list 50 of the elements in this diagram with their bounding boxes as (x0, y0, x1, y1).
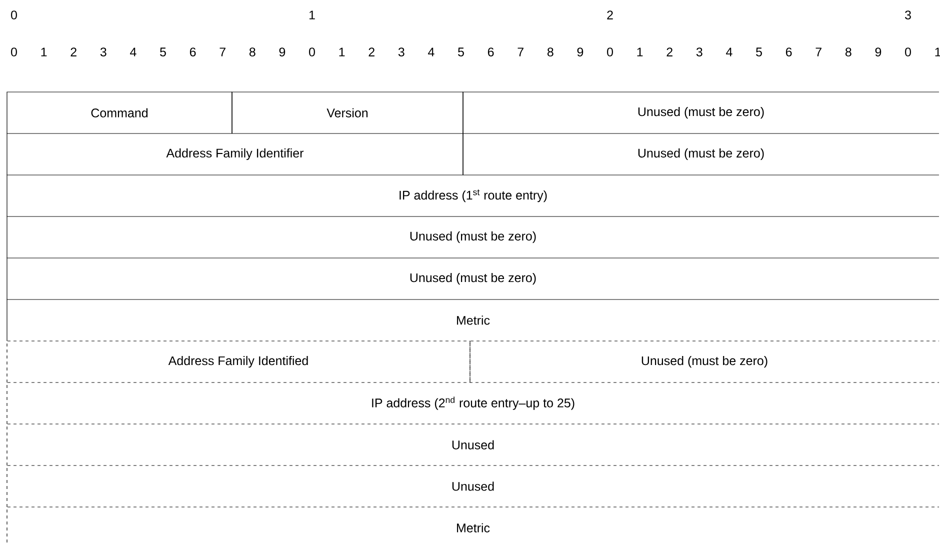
bit-number: 2 (607, 10, 613, 20)
bit-number: 4 (130, 48, 136, 56)
bit-number: 0 (607, 48, 613, 56)
field-cell: Metric (6, 506, 940, 544)
field-cell: Unused (6, 424, 940, 466)
bit-number: 3 (905, 10, 911, 20)
bit-number: 5 (160, 48, 166, 56)
bit-number: 0 (309, 48, 315, 56)
bit-number: 4 (726, 48, 732, 56)
bit-number: 1 (339, 48, 345, 56)
bit-number: 5 (458, 48, 464, 56)
bit-number: 8 (547, 48, 554, 56)
field-cell: Address Family Identifier (6, 133, 464, 176)
field-cell: Unused (must be zero) (462, 133, 940, 176)
bit-number: 7 (518, 48, 524, 56)
bit-number: 3 (696, 48, 702, 56)
bit-number: 0 (11, 48, 17, 56)
bit-number: 9 (279, 48, 286, 56)
bit-number: 3 (100, 48, 106, 56)
bit-number: 2 (368, 48, 374, 56)
field-cell: IP address (2$^{nd}$ route entry–up to 25) (6, 382, 940, 424)
field-cell: Version (232, 92, 464, 134)
bit-number: 1 (41, 48, 47, 56)
bit-number: 5 (756, 48, 762, 56)
bit-number: 7 (816, 48, 822, 56)
bit-number: 1 (637, 48, 643, 56)
field-cell: Unused (must be zero) (6, 216, 940, 258)
bit-number: 0 (905, 48, 911, 56)
bit-number: 2 (666, 48, 672, 56)
bit-number: 0 (11, 10, 17, 20)
bit-number: 9 (577, 48, 584, 56)
bit-number: 1 (309, 10, 315, 20)
field-cell: IP address (1$^{st}$ route entry) (6, 174, 940, 217)
bit-number: 6 (488, 48, 494, 56)
bit-number: 3 (398, 48, 404, 56)
field-cell: Address Family Identified (6, 340, 470, 383)
bit-number: 9 (875, 48, 882, 56)
field-cell: Unused (6, 465, 940, 508)
bit-number: 6 (190, 48, 196, 56)
bit-number: 2 (70, 48, 76, 56)
field-cell: Unused (must be zero) (470, 340, 940, 383)
bit-number: 8 (249, 48, 256, 56)
field-cell: Metric (6, 299, 940, 342)
bit-number: 8 (845, 48, 852, 56)
bit-number: 6 (786, 48, 792, 56)
field-cell: Unused (must be zero) (462, 92, 940, 134)
field-cell: Unused (must be zero) (6, 258, 940, 300)
field-cell: Command (6, 92, 232, 134)
bit-number: 7 (220, 48, 226, 56)
bit-number: 4 (428, 48, 434, 56)
